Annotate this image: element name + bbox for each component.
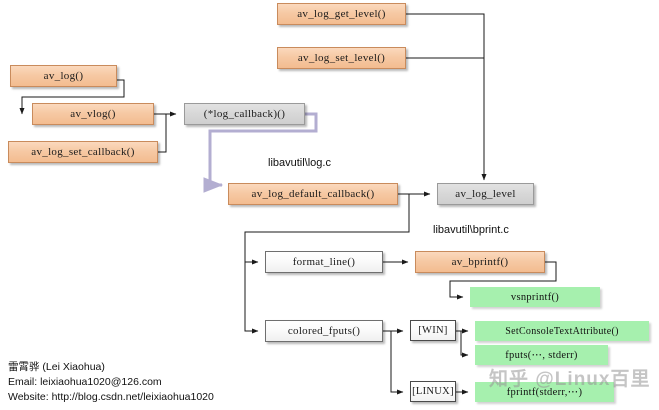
credit-email: Email: leixiaohua1020@126.com (8, 376, 162, 388)
node-label: [WIN] (418, 325, 448, 336)
node-av-log-get-level[interactable]: av_log_get_level() (277, 3, 406, 25)
node-fputs-stderr[interactable]: fputs(⋯, stderr) (475, 345, 608, 365)
node-label: av_vlog() (70, 108, 116, 120)
node-av-vlog[interactable]: av_vlog() (32, 103, 154, 125)
node-log-callback[interactable]: (*log_callback)() (184, 103, 305, 125)
watermark: 知乎 @Linux百里 (489, 369, 651, 390)
wire-colored-fputs-bus-to-linux (390, 331, 404, 395)
node-label: (*log_callback)() (203, 108, 286, 120)
node-format-line[interactable]: format_line() (265, 251, 383, 273)
section-label-log-c: libavutil\log.c (268, 157, 331, 169)
node-label: [LINUX] (412, 386, 454, 397)
credit-website: Website: http://blog.csdn.net/leixiaohua… (8, 391, 214, 403)
wire-get-level-to-av-log-level (406, 13, 485, 178)
wire-bus-down-to-colored-fputs (244, 262, 259, 334)
node-label: SetConsoleTextAttribute() (505, 325, 619, 337)
node-av-log-set-level[interactable]: av_log_set_level() (277, 47, 406, 69)
node-label: av_bprintf() (451, 256, 509, 268)
node-label: av_log_get_level() (297, 8, 386, 20)
node-label: colored_fputs() (287, 325, 361, 337)
node-label: fputs(⋯, stderr) (505, 350, 578, 361)
credit-name: 雷霄骅 (Lei Xiaohua) (8, 361, 105, 373)
wire-win-bus-to-fputs (460, 331, 469, 358)
node-linux-tag[interactable]: [LINUX] (410, 381, 456, 402)
node-av-bprintf[interactable]: av_bprintf() (415, 251, 545, 273)
section-label-bprint-c: libavutil\bprint.c (433, 224, 509, 236)
node-av-log-level[interactable]: av_log_level (437, 183, 534, 205)
node-label: av_log_set_level() (297, 52, 386, 64)
node-vsnprintf[interactable]: vsnprintf() (470, 287, 600, 307)
wire-set-callback-to-log-callback (158, 113, 176, 153)
node-win-tag[interactable]: [WIN] (410, 320, 456, 341)
node-av-log-default-callback[interactable]: av_log_default_callback() (228, 183, 398, 205)
node-label: vsnprintf() (510, 291, 560, 303)
node-label: format_line() (292, 256, 356, 268)
node-av-log-set-callback[interactable]: av_log_set_callback() (8, 141, 158, 163)
node-av-log[interactable]: av_log() (10, 65, 117, 87)
node-colored-fputs[interactable]: colored_fputs() (265, 320, 383, 342)
node-label: fprintf(stderr,⋯) (506, 387, 583, 398)
node-set-console-text-attribute[interactable]: SetConsoleTextAttribute() (475, 321, 649, 341)
node-label: av_log_level (455, 188, 516, 200)
node-label: av_log() (43, 70, 84, 82)
node-label: av_log_set_callback() (31, 146, 135, 158)
node-fprintf-stderr[interactable]: fprintf(stderr,⋯) (475, 382, 614, 402)
node-label: av_log_default_callback() (251, 188, 375, 200)
